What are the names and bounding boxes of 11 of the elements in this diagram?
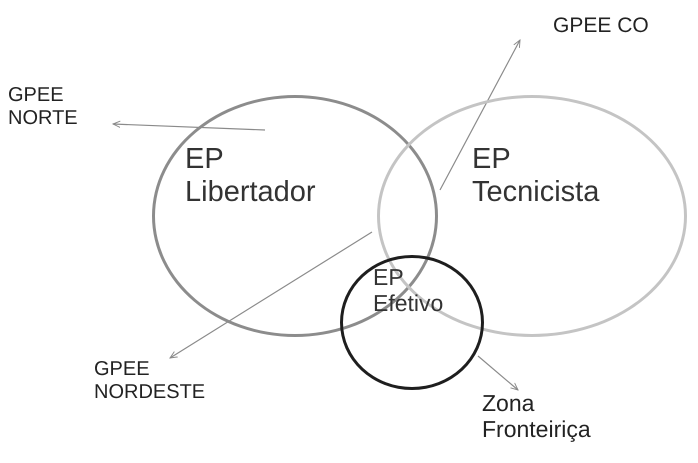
arrow bbox=[170, 232, 372, 358]
set-label: EP Tecnicista bbox=[472, 143, 600, 210]
arrow bbox=[439, 40, 521, 190]
group-label: GPEE NORDESTE bbox=[94, 358, 206, 404]
group-label: GPEE CO bbox=[553, 14, 649, 38]
group-label: GPEE NORTE bbox=[8, 84, 78, 130]
set-label: EP Libertador bbox=[185, 143, 316, 210]
arrow bbox=[112, 120, 266, 131]
group-label: Zona Fronteiriça bbox=[482, 390, 591, 443]
arrow bbox=[478, 356, 518, 390]
ellipse-set bbox=[340, 255, 484, 390]
